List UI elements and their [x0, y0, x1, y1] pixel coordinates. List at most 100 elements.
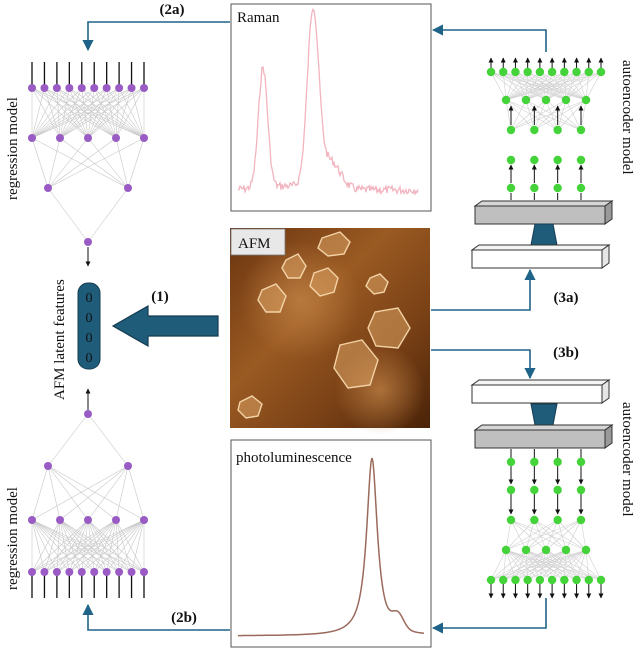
network-edge: [47, 137, 61, 189]
network-node: [84, 238, 92, 246]
network-edge: [81, 87, 89, 139]
network-edge: [81, 519, 145, 573]
network-edge: [534, 99, 547, 131]
network-node: [581, 545, 591, 555]
network-edge: [87, 87, 107, 139]
latent-value-2: 0: [86, 311, 93, 326]
network-edge: [115, 465, 129, 521]
network-node: [127, 568, 136, 576]
network-node: [84, 134, 92, 142]
network-edge: [551, 549, 587, 581]
network-node: [499, 575, 508, 585]
network-edge: [47, 465, 89, 521]
network-edge: [31, 87, 61, 139]
network-edge: [525, 71, 541, 101]
network-edge: [31, 87, 45, 139]
autoencoder-top-edges: [488, 57, 604, 200]
afm-panel: AFM: [230, 228, 430, 435]
network-edge: [59, 519, 107, 573]
network-edge: [69, 87, 117, 139]
network-edge: [56, 87, 117, 139]
network-edge: [87, 413, 129, 467]
autoencoder-top-label: autoencoder model: [619, 60, 635, 175]
latent-value-4: 0: [86, 351, 93, 366]
afm-title: AFM: [238, 236, 271, 252]
network-edge: [545, 519, 582, 551]
step-2b-label: (2b): [171, 610, 197, 626]
network-edge: [515, 549, 587, 581]
step-1-label: (1): [151, 289, 169, 305]
autoencoder-bottom: [470, 379, 614, 599]
network-node: [140, 84, 148, 92]
network-edge: [87, 87, 120, 139]
network-node: [112, 516, 120, 524]
network-edge: [59, 519, 145, 573]
network-edge: [31, 519, 89, 573]
photoluminescence-title: photoluminescence: [236, 450, 352, 466]
latent-vector: 0 0 0 0: [77, 282, 101, 370]
network-node: [501, 95, 511, 105]
network-edge: [490, 549, 527, 581]
network-edge: [31, 519, 117, 573]
network-edge: [59, 519, 70, 573]
network-edge: [81, 87, 117, 139]
network-edge: [31, 465, 129, 521]
network-node: [560, 67, 569, 77]
network-edge: [56, 519, 61, 573]
network-edge: [93, 87, 117, 139]
network-node: [140, 516, 148, 524]
network-node: [65, 568, 74, 576]
network-edge: [545, 549, 577, 581]
network-node: [112, 134, 120, 142]
network-node: [553, 155, 562, 165]
network-edge: [490, 549, 507, 581]
network-edge: [47, 187, 89, 243]
network-node: [576, 155, 586, 165]
network-edge: [525, 71, 565, 101]
network-edge: [505, 519, 535, 551]
network-edge: [87, 187, 129, 243]
network-edge: [87, 519, 120, 573]
network-node: [56, 516, 64, 524]
network-node: [40, 568, 49, 576]
latent-features-label: AFM latent features: [52, 279, 68, 400]
network-edge: [31, 87, 58, 139]
network-node: [535, 575, 545, 585]
network-edge: [44, 87, 145, 139]
network-edge: [545, 549, 553, 581]
network-edge: [505, 71, 516, 101]
network-node: [511, 575, 520, 585]
network-edge: [534, 99, 567, 131]
network-node: [127, 84, 136, 92]
network-edge: [44, 519, 61, 573]
network-edge: [93, 519, 117, 573]
network-node: [576, 183, 586, 193]
network-node: [65, 84, 74, 92]
network-edge: [539, 549, 567, 581]
network-edge: [505, 71, 541, 101]
network-node: [530, 457, 539, 467]
network-edge: [565, 519, 582, 551]
network-edge: [545, 99, 582, 131]
network-edge: [527, 549, 547, 581]
regression-bottom-label: regression model: [5, 487, 21, 590]
network-edge: [115, 87, 120, 139]
network-edge: [59, 519, 132, 573]
network-edge: [510, 99, 587, 131]
network-edge: [44, 519, 145, 573]
network-edge: [502, 71, 507, 101]
network-edge: [505, 99, 582, 131]
network-edge: [59, 519, 83, 573]
network-edge: [585, 549, 590, 581]
network-edge: [44, 519, 89, 573]
network-edge: [44, 87, 61, 139]
network-edge: [127, 137, 145, 189]
network-edge: [534, 519, 587, 551]
network-edge: [525, 71, 528, 101]
network-edge: [503, 549, 547, 581]
network-edge: [59, 519, 95, 573]
network-edge: [505, 519, 512, 551]
network-edge: [94, 519, 145, 573]
network-edge: [31, 87, 107, 139]
